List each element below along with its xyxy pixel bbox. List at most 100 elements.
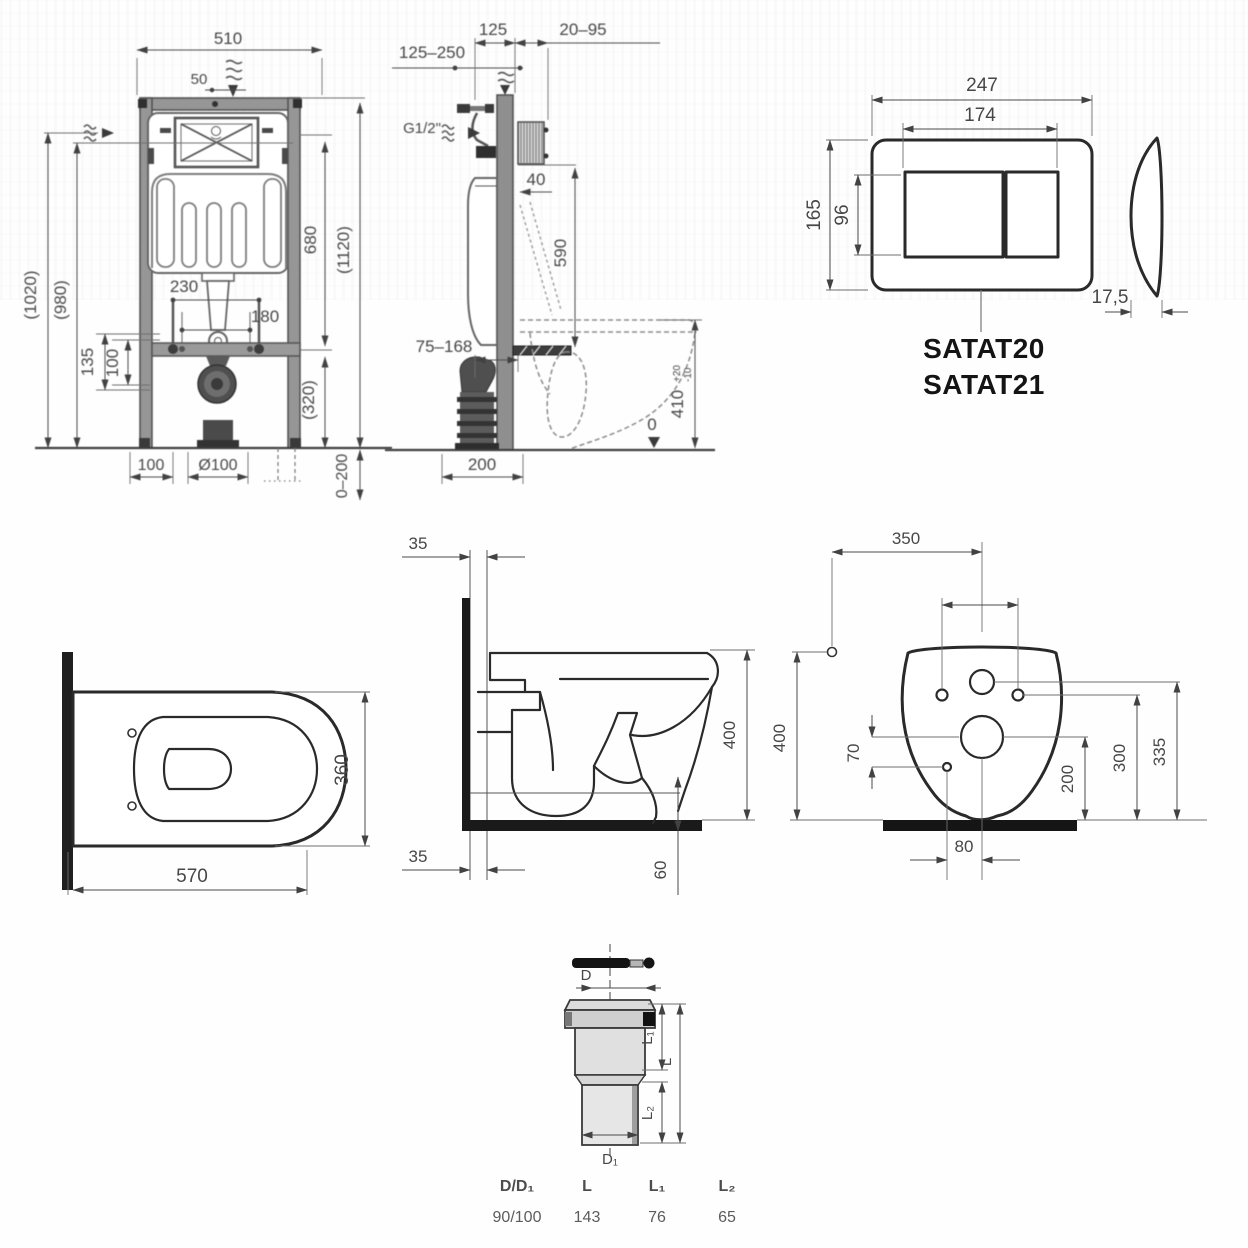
dim-410-tol-plus: +20 <box>672 365 683 382</box>
table-header: L₁ <box>648 1178 666 1195</box>
dim-1120-label: (1120) <box>334 226 353 274</box>
dim-135-label: 135 <box>78 348 97 376</box>
table-value: 76 <box>648 1209 666 1226</box>
dim-125-label: 125 <box>479 20 507 39</box>
dim-l2-label: L₂ <box>639 1106 656 1120</box>
dimensions-plate: 247 174 165 96 17,5 <box>804 75 1188 318</box>
small-flush-button <box>1004 170 1060 259</box>
bowl-outline <box>71 690 348 848</box>
dim-100-label: 100 <box>103 349 122 377</box>
dim-80-label: 80 <box>955 837 974 856</box>
wall-section <box>62 652 73 890</box>
dim-174-label: 174 <box>964 105 996 126</box>
flush-plate-drawing: 247 174 165 96 17,5 SATAT20 SATAT21 <box>804 75 1188 400</box>
dim-980-label: (980) <box>51 280 70 320</box>
fixing-hole <box>127 728 137 738</box>
table-column: D/D₁ 90/100 <box>472 1178 562 1227</box>
dim-75-168-label: 75–168 <box>416 337 473 356</box>
dim-410-group: 410 +20 -10 <box>668 365 694 419</box>
dim-200-label: 200 <box>1058 765 1077 793</box>
dim-165-label: 165 <box>804 199 825 231</box>
dim-247-label: 247 <box>966 75 998 96</box>
datum-triangle-icon <box>648 437 660 448</box>
bowl-outline-dashed <box>520 319 698 450</box>
wall-section <box>462 598 470 824</box>
dim-335-label: 335 <box>1150 738 1169 766</box>
dim-410-tol-minus: -10 <box>683 367 694 382</box>
dim-510-label: 510 <box>214 29 242 48</box>
dimensions-frame-front: 510 50 (1020) (980) 680 (320) (1120) 230… <box>21 29 365 501</box>
dim-drain-dia-label: Ø100 <box>198 457 237 474</box>
dim-570-label: 570 <box>176 866 208 887</box>
dim-180-label: 180 <box>251 307 279 326</box>
frame-front-view-drawing: 510 50 (1020) (980) 680 (320) (1120) 230… <box>21 29 392 501</box>
dim-feet-range-label: 0–200 <box>334 454 351 499</box>
right-arrow-icon <box>468 127 480 139</box>
dim-l1-label: L₁ <box>639 1031 656 1044</box>
pipe-body <box>563 999 657 1146</box>
table-column: L₂ 65 <box>682 1178 772 1227</box>
dim-20-95-label: 20–95 <box>559 20 606 39</box>
hanger-rods <box>171 300 261 343</box>
dim-590-label: 590 <box>551 239 570 267</box>
dim-base-100-label: 100 <box>138 457 165 474</box>
dimensions-bowl-side: 35 35 400 60 <box>402 534 755 895</box>
seat-outline <box>132 715 319 823</box>
right-arrow-icon <box>102 128 114 138</box>
table-header: D/D₁ <box>499 1178 535 1195</box>
model-label-satat20: SATAT20 <box>923 333 1045 364</box>
dim-230-label: 230 <box>170 277 198 296</box>
crossbar-and-drain <box>151 342 301 448</box>
bowl-opening <box>162 747 233 791</box>
flush-pipe-hidden <box>519 201 562 316</box>
seat-bar-and-drain <box>455 345 572 450</box>
dim-d-label: D <box>581 967 592 984</box>
dim-70-label: 70 <box>844 744 863 763</box>
dim-l-label: L <box>658 1058 675 1066</box>
dimensions-pipe: D L₁ L L₂ D₁ <box>576 967 686 1168</box>
floor-section <box>462 820 702 831</box>
table-header: L <box>582 1178 592 1195</box>
dim-200-label: 200 <box>468 455 496 474</box>
dim-60-label: 60 <box>651 861 670 880</box>
bowl-top-view-drawing: 360 570 <box>62 652 370 895</box>
wall-fixing-point <box>826 646 838 658</box>
cistern <box>147 112 289 351</box>
table-value: 65 <box>718 1209 736 1226</box>
table-column: L 143 <box>542 1178 632 1227</box>
dim-410-label: 410 <box>668 390 687 418</box>
bowl-side-section-drawing: 35 35 400 60 <box>402 534 755 895</box>
table-value: 143 <box>573 1209 601 1226</box>
dimensions-bowl-top: 360 570 <box>67 691 370 895</box>
plate-side-profile <box>1129 136 1164 298</box>
dim-300-label: 300 <box>1110 744 1129 772</box>
table-header: L₂ <box>718 1178 736 1195</box>
logo-glyph <box>211 126 221 136</box>
dim-400-label: 400 <box>770 724 789 752</box>
inlet-thread-label: G1/2" <box>403 120 441 137</box>
dim-1020-label: (1020) <box>21 270 40 319</box>
model-label-satat21: SATAT21 <box>923 369 1045 400</box>
big-flush-button <box>903 170 1005 259</box>
connector-pipe-drawing: D L₁ L L₂ D₁ <box>563 944 686 1168</box>
fixing-hole <box>935 688 949 702</box>
connector-dimension-table: D/D₁ 90/100 L 143 L₁ 76 L₂ 65 <box>440 1178 820 1242</box>
cistern-side <box>467 177 562 346</box>
bowl-rear-view-drawing: 350 400 70 200 300 335 80 <box>770 529 1207 880</box>
datum-zero-label: 0 <box>647 415 656 434</box>
bowl-section-outline <box>476 651 719 825</box>
dimensions-frame-side: 125–250 125 20–95 40 590 75–168 200 410 … <box>392 20 702 484</box>
dim-d1-label: D₁ <box>602 1151 618 1168</box>
dim-680-label: 680 <box>301 226 320 254</box>
dim-125-250-label: 125–250 <box>399 43 465 62</box>
inlet-symbol: G1/2" <box>403 120 480 142</box>
dim-50-label: 50 <box>191 71 208 88</box>
frame-structure <box>138 97 302 449</box>
table-value: 90/100 <box>492 1209 542 1226</box>
dim-17-5-label: 17,5 <box>1092 287 1129 308</box>
tank-shell <box>151 173 287 268</box>
frame-side-view-drawing: G1/2" 125–250 125 20–95 40 590 75–168 20… <box>385 20 715 484</box>
wall-bracket <box>517 121 545 165</box>
seal-gasket <box>572 957 655 969</box>
